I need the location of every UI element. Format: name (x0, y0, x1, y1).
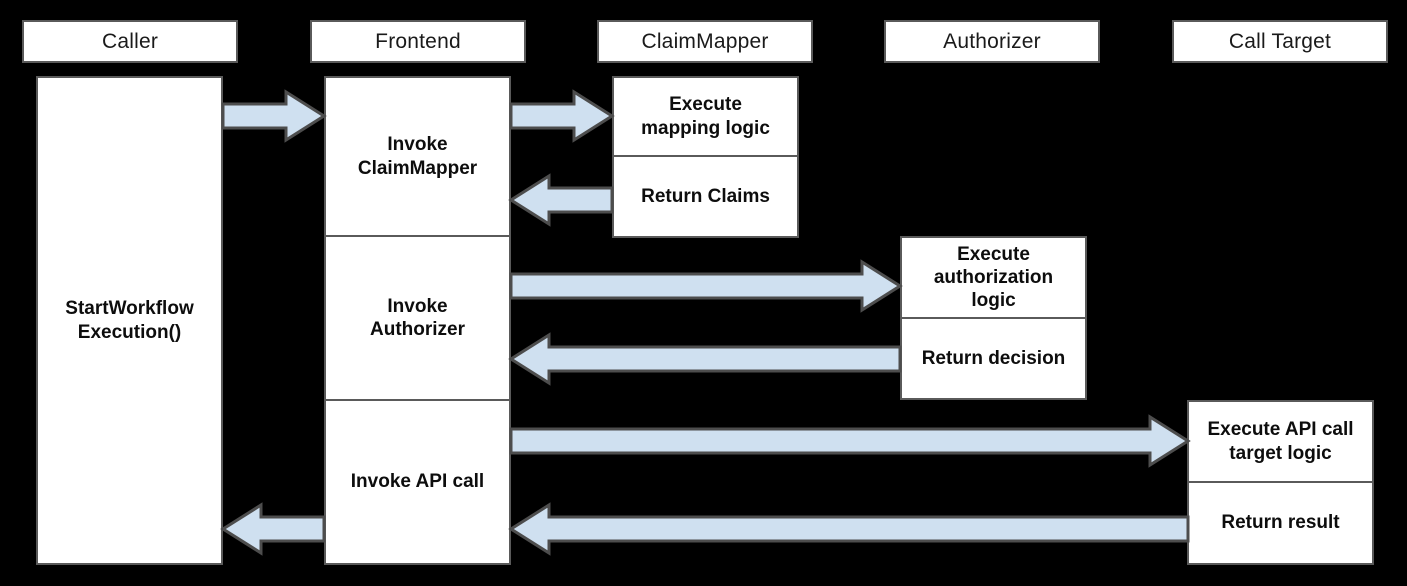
activation-frontend-invoke-claimmapper: Invoke ClaimMapper (324, 76, 511, 236)
activation-caller-startworkflow-label: StartWorkflow Execution() (65, 298, 194, 343)
activation-frontend-invoke-api-call-label: Invoke API call (350, 471, 485, 493)
lane-header-calltarget: Call Target (1172, 20, 1388, 63)
activation-calltarget-execute-api-call-target-logic: Execute API call target logic (1187, 400, 1374, 482)
activation-caller-startworkflow: StartWorkflow Execution() (36, 76, 223, 565)
lane-header-claimmapper: ClaimMapper (597, 20, 813, 63)
lane-header-claimmapper-label: ClaimMapper (641, 29, 769, 53)
lane-header-caller: Caller (22, 20, 238, 63)
lane-header-calltarget-label: Call Target (1228, 29, 1332, 53)
lane-header-frontend: Frontend (310, 20, 526, 63)
message-arrow-calltarget-to-frontend (508, 502, 1190, 556)
activation-frontend-invoke-api-call: Invoke API call (324, 400, 511, 565)
activation-frontend-invoke-authorizer: Invoke Authorizer (324, 236, 511, 400)
activation-calltarget-execute-api-call-target-logic-label: Execute API call target logic (1207, 419, 1354, 464)
activation-claimmapper-execute-mapping-logic-label: Execute mapping logic (641, 94, 770, 139)
message-arrow-frontend-to-claimmapper (509, 89, 615, 143)
activation-authorizer-execute-authorization-logic: Execute authorization logic (900, 236, 1087, 318)
message-arrow-claimmapper-to-frontend (508, 173, 614, 227)
message-arrow-caller-to-frontend (221, 89, 327, 143)
message-arrow-frontend-to-authorizer (509, 259, 903, 313)
lane-header-authorizer-label: Authorizer (943, 29, 1041, 53)
lane-header-frontend-label: Frontend (375, 29, 461, 53)
lane-header-authorizer: Authorizer (884, 20, 1100, 63)
activation-calltarget-return-result: Return result (1187, 482, 1374, 565)
activation-claimmapper-execute-mapping-logic: Execute mapping logic (612, 76, 799, 156)
activation-authorizer-return-decision: Return decision (900, 318, 1087, 400)
message-arrow-authorizer-to-frontend (508, 332, 902, 386)
activation-claimmapper-return-claims: Return Claims (612, 156, 799, 238)
activation-frontend-invoke-authorizer-label: Invoke Authorizer (370, 295, 465, 340)
activation-authorizer-return-decision-label: Return decision (921, 347, 1066, 369)
message-arrow-frontend-to-calltarget (509, 414, 1191, 468)
lane-header-caller-label: Caller (101, 29, 159, 53)
activation-calltarget-return-result-label: Return result (1221, 512, 1340, 534)
activation-claimmapper-return-claims-label: Return Claims (641, 185, 770, 207)
activation-authorizer-execute-authorization-logic-label: Execute authorization logic (933, 243, 1054, 312)
activation-frontend-invoke-claimmapper-label: Invoke ClaimMapper (357, 134, 478, 179)
message-arrow-frontend-to-caller (220, 502, 326, 556)
